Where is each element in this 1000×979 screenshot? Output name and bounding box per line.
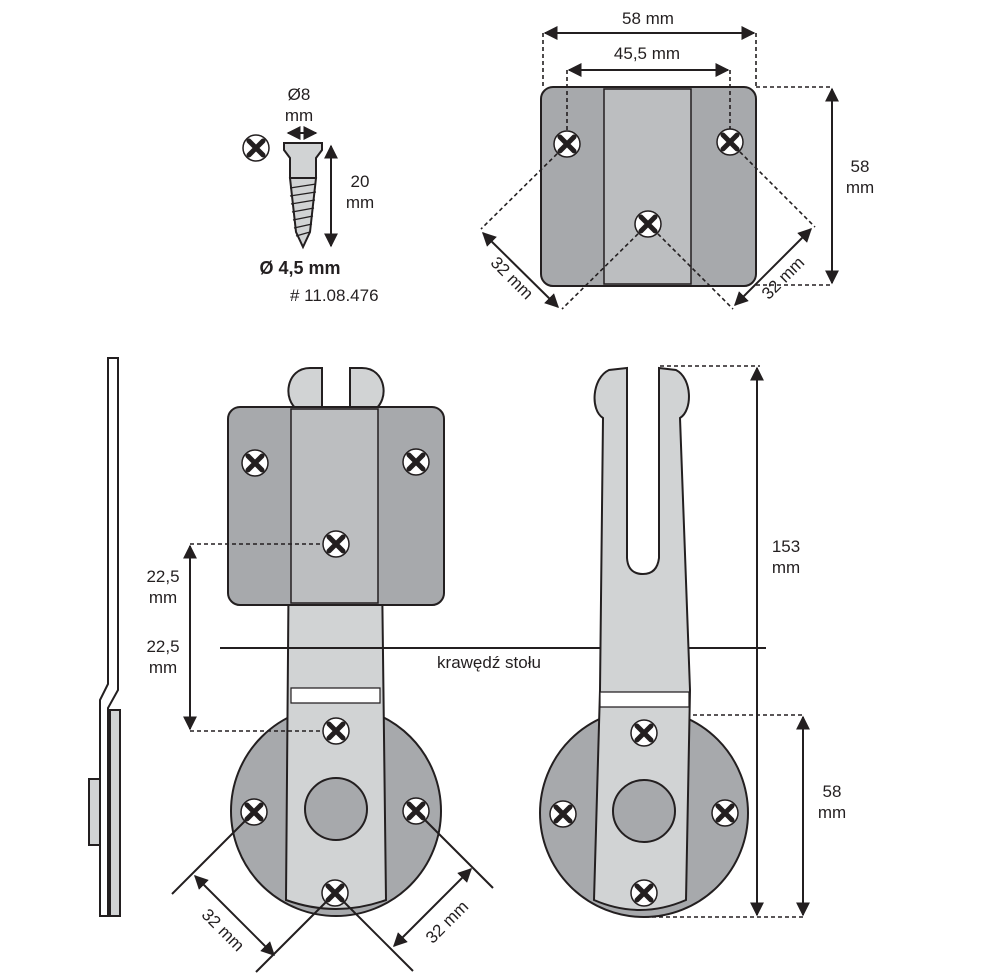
extension-line: [729, 141, 816, 228]
upper-offset-label: 22,5: [146, 567, 179, 586]
screw-length-label: 20: [351, 172, 370, 191]
screw-length-unit: mm: [346, 193, 374, 212]
front-diag-left-label: 32 mm: [198, 905, 248, 955]
screw-icon: [403, 449, 429, 475]
back-center-boss: [612, 779, 676, 843]
diag-right-label: 32 mm: [758, 253, 808, 303]
table-edge-label: krawędź stołu: [437, 653, 541, 672]
disc-size-unit: mm: [818, 803, 846, 822]
total-length-label: 153: [772, 537, 800, 556]
lower-offset-unit: mm: [149, 658, 177, 677]
side-profile-boss: [88, 778, 101, 846]
extension-line: [171, 811, 255, 895]
front-arm-band: [290, 687, 381, 704]
article-number: # 11.08.476: [290, 286, 379, 305]
front-center-boss: [304, 777, 368, 841]
screw-diameter-label: Ø 4,5 mm: [259, 258, 340, 278]
plate-width-label: 58 mm: [622, 9, 674, 28]
screw-icon: [631, 720, 657, 746]
plate-height-label: 58: [851, 157, 870, 176]
screw-head-diameter-label: Ø8: [288, 85, 311, 104]
diagonal-dimension-line: [393, 868, 472, 947]
extension-line: [647, 223, 734, 310]
lower-offset-label: 22,5: [146, 637, 179, 656]
upper-offset-unit: mm: [149, 588, 177, 607]
extension-line: [480, 143, 568, 230]
hole-spacing-label: 45,5 mm: [614, 44, 680, 63]
screw-icon: [323, 718, 349, 744]
screw-shank-shape: [288, 177, 318, 250]
diagonal-dimension-line: [194, 875, 275, 956]
front-hook-right: [349, 367, 385, 411]
back-bracket-arm: [592, 366, 692, 911]
screw-icon: [550, 801, 576, 827]
screw-head-diameter-unit: mm: [285, 106, 313, 125]
screw-icon: [242, 450, 268, 476]
screw-icon: [631, 880, 657, 906]
diagonal-dimension-line: [482, 232, 559, 308]
extension-line: [255, 892, 336, 973]
front-diag-right-label: 32 mm: [422, 897, 472, 947]
screw-icon: [712, 800, 738, 826]
screw-head-shape: [283, 142, 323, 179]
side-profile-bar: [99, 357, 119, 917]
extension-line: [415, 810, 494, 889]
extension-line: [561, 223, 649, 310]
back-view: 153 mm 58 mm: [539, 365, 846, 918]
total-length-unit: mm: [772, 558, 800, 577]
disc-size-label: 58: [823, 782, 842, 801]
front-mount-strip: [290, 408, 379, 604]
screw-head-icon: [243, 135, 269, 161]
front-hook-left: [287, 367, 323, 411]
extension-line: [334, 892, 414, 972]
screw-detail: Ø8 mm 20 mm Ø 4,5 mm # 11.08.476: [243, 85, 379, 305]
back-arm-band: [599, 691, 690, 708]
screw-icon: [323, 531, 349, 557]
side-profile-view: [88, 357, 121, 917]
top-plate-center-strip: [603, 88, 692, 285]
diagonal-dimension-line: [734, 228, 812, 306]
front-view: krawędź stołu 22,5 mm 22,5 mm 32 mm 32 m…: [146, 367, 766, 973]
plate-height-unit: mm: [846, 178, 874, 197]
screw-thread: [289, 183, 317, 237]
side-profile-plate: [109, 709, 121, 917]
top-plate-view: 58 mm 45,5 mm 58 mm 32 mm 32 mm: [480, 9, 874, 310]
